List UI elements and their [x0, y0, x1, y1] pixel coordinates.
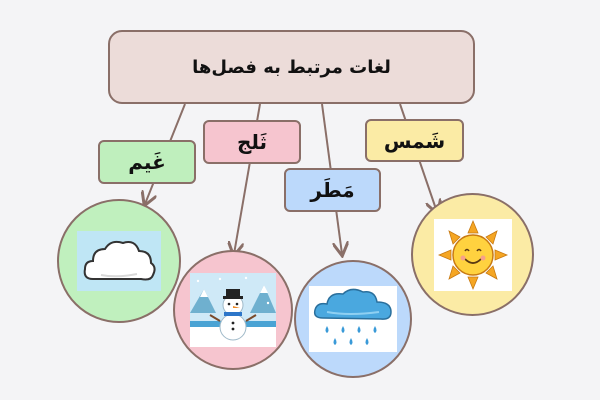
diagram-title: لغات مرتبط به فصل‌ها: [108, 30, 475, 104]
cloud-icon: [77, 231, 161, 291]
snowman-icon: [190, 273, 276, 347]
sun-icon: [433, 218, 512, 291]
cloud-picture-circle: [57, 199, 181, 323]
snow-picture-circle: [173, 250, 293, 370]
rain-picture-circle: [294, 260, 412, 378]
label-cloud: غَیم: [98, 140, 196, 184]
rain-cloud-icon: [309, 286, 397, 352]
label-rain: مَطَر: [284, 168, 381, 212]
label-sun: شَمس: [365, 119, 464, 162]
label-snow: ثَلج: [203, 120, 301, 164]
sun-picture-circle: [411, 193, 534, 316]
